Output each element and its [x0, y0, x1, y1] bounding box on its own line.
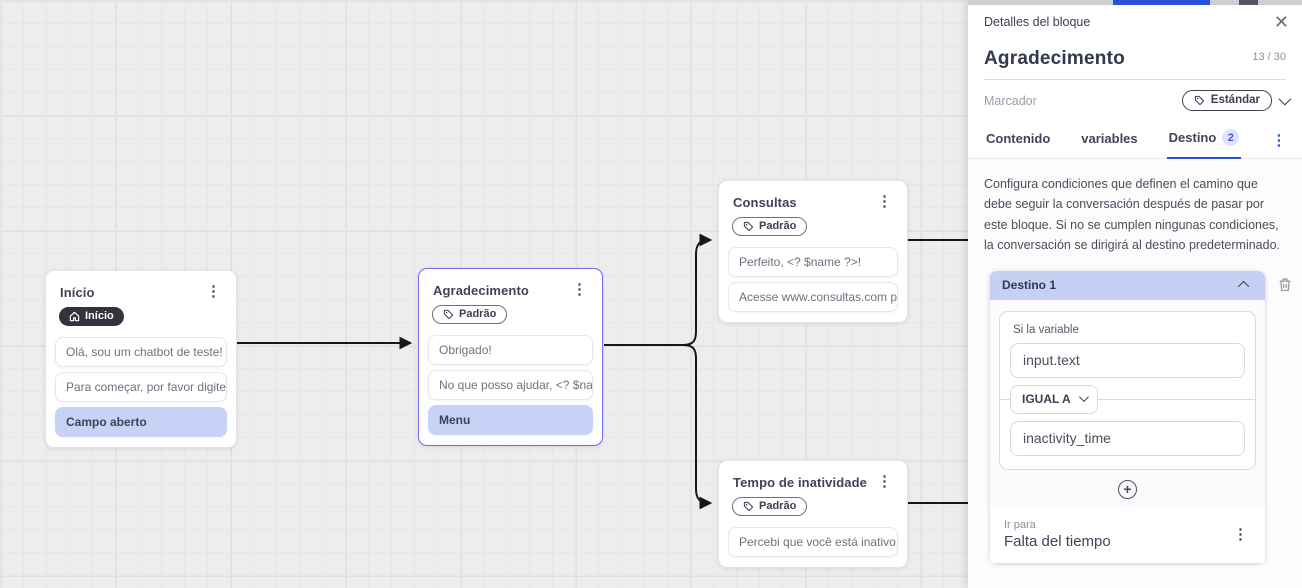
node-type-badge: Padrão — [732, 217, 808, 236]
message-item[interactable]: Obrigado! — [428, 335, 593, 365]
marker-label: Marcador — [984, 93, 1037, 108]
message-item[interactable]: Olá, sou um chatbot de teste! — [55, 337, 227, 367]
message-item[interactable]: Perfeito, <? $name ?>! — [728, 247, 898, 277]
node-tempo-inatividade[interactable]: Tempo de inatividade ⋮ Padrão Percebi qu… — [718, 460, 908, 568]
panel-tabs: Contenido variables Destino 2 ⋮ — [968, 119, 1302, 159]
chevron-down-icon — [1078, 392, 1089, 403]
destination-description: Configura condiciones que definen el cam… — [984, 177, 1280, 253]
node-menu-icon[interactable]: ⋮ — [877, 193, 892, 210]
edge-agradecimento-to-consultas[interactable] — [604, 233, 713, 346]
char-counter: 13 / 30 — [1252, 51, 1286, 63]
home-icon — [69, 311, 80, 321]
destino-count-badge: 2 — [1222, 129, 1240, 146]
operator-select[interactable]: IGUAL A — [1010, 384, 1098, 414]
tab-destino[interactable]: Destino 2 — [1166, 121, 1242, 159]
node-type-badge: Início — [59, 307, 124, 326]
condition-card: Si la variable input.text IGUAL A inacti… — [999, 310, 1256, 470]
add-condition-button[interactable]: + — [1118, 479, 1137, 499]
edge-agradecimento-to-tempo[interactable] — [604, 344, 713, 510]
goto-value: Falta del tiempo — [1004, 533, 1111, 550]
strip-divider — [1239, 0, 1258, 5]
node-title: Início — [60, 285, 95, 300]
active-tab-indicator — [1113, 0, 1210, 5]
chevron-up-icon[interactable] — [1237, 280, 1250, 292]
tag-icon — [743, 221, 754, 231]
destination-accordion-header[interactable]: Destino 1 — [990, 270, 1265, 300]
message-item[interactable]: Percebi que você está inativo. C... — [728, 527, 898, 557]
node-inicio[interactable]: Início ⋮ Início Olá, sou um chatbot de t… — [45, 270, 237, 448]
goto-label: Ir para — [1004, 519, 1036, 531]
goto-row[interactable]: Ir para Falta del tiempo ⋮ — [990, 510, 1265, 563]
title-underline — [984, 79, 1286, 80]
destination-card: Destino 1 Si la variable input.text IGUA… — [990, 270, 1265, 563]
destination-title: Destino 1 — [1002, 277, 1057, 292]
block-details-panel: Detalles del bloque ✕ Agradecimento 13 /… — [968, 0, 1302, 588]
operator-divider — [1000, 398, 1255, 400]
flow-canvas[interactable]: Início ⋮ Início Olá, sou um chatbot de t… — [0, 0, 968, 588]
tag-icon — [443, 309, 454, 319]
node-type-badge: Padrão — [732, 497, 808, 516]
tabs-menu-icon[interactable]: ⋮ — [1271, 132, 1287, 149]
chevron-down-icon[interactable] — [1278, 92, 1292, 106]
node-agradecimento[interactable]: Agradecimento ⋮ Padrão Obrigado! No que … — [418, 268, 603, 446]
tab-variables[interactable]: variables — [1081, 131, 1138, 146]
close-icon[interactable]: ✕ — [1273, 12, 1289, 32]
panel-title: Detalles del bloque — [984, 15, 1091, 29]
node-type-badge: Padrão — [432, 305, 508, 324]
node-title: Consultas — [733, 195, 797, 210]
open-field-item[interactable]: Campo aberto — [55, 407, 227, 437]
tab-contenido[interactable]: Contenido — [986, 131, 1051, 146]
block-name-input[interactable]: Agradecimento — [984, 48, 1125, 69]
node-menu-icon[interactable]: ⋮ — [572, 281, 587, 298]
node-menu-icon[interactable]: ⋮ — [877, 473, 892, 490]
flow-edges — [237, 233, 968, 510]
goto-menu-icon[interactable]: ⋮ — [1233, 526, 1248, 543]
node-title: Agradecimento — [433, 283, 529, 298]
value-input[interactable]: inactivity_time — [1010, 420, 1245, 456]
message-item[interactable]: Acesse www.consultas.com par... — [728, 282, 898, 312]
top-strip — [968, 0, 1302, 5]
node-title: Tempo de inatividade — [733, 475, 867, 490]
message-item[interactable]: No que posso ajudar, <? $name ... — [428, 370, 593, 400]
menu-item[interactable]: Menu — [428, 405, 593, 435]
tag-icon — [1194, 95, 1204, 105]
variable-input[interactable]: input.text — [1010, 342, 1245, 378]
trash-icon[interactable] — [1277, 276, 1293, 293]
marker-select[interactable]: Estándar — [1181, 90, 1272, 111]
message-item[interactable]: Para começar, por favor digite o ... — [55, 372, 227, 402]
node-consultas[interactable]: Consultas ⋮ Padrão Perfeito, <? $name ?>… — [718, 180, 908, 323]
condition-label: Si la variable — [1013, 323, 1079, 336]
node-menu-icon[interactable]: ⋮ — [206, 283, 221, 300]
tag-icon — [743, 501, 754, 511]
